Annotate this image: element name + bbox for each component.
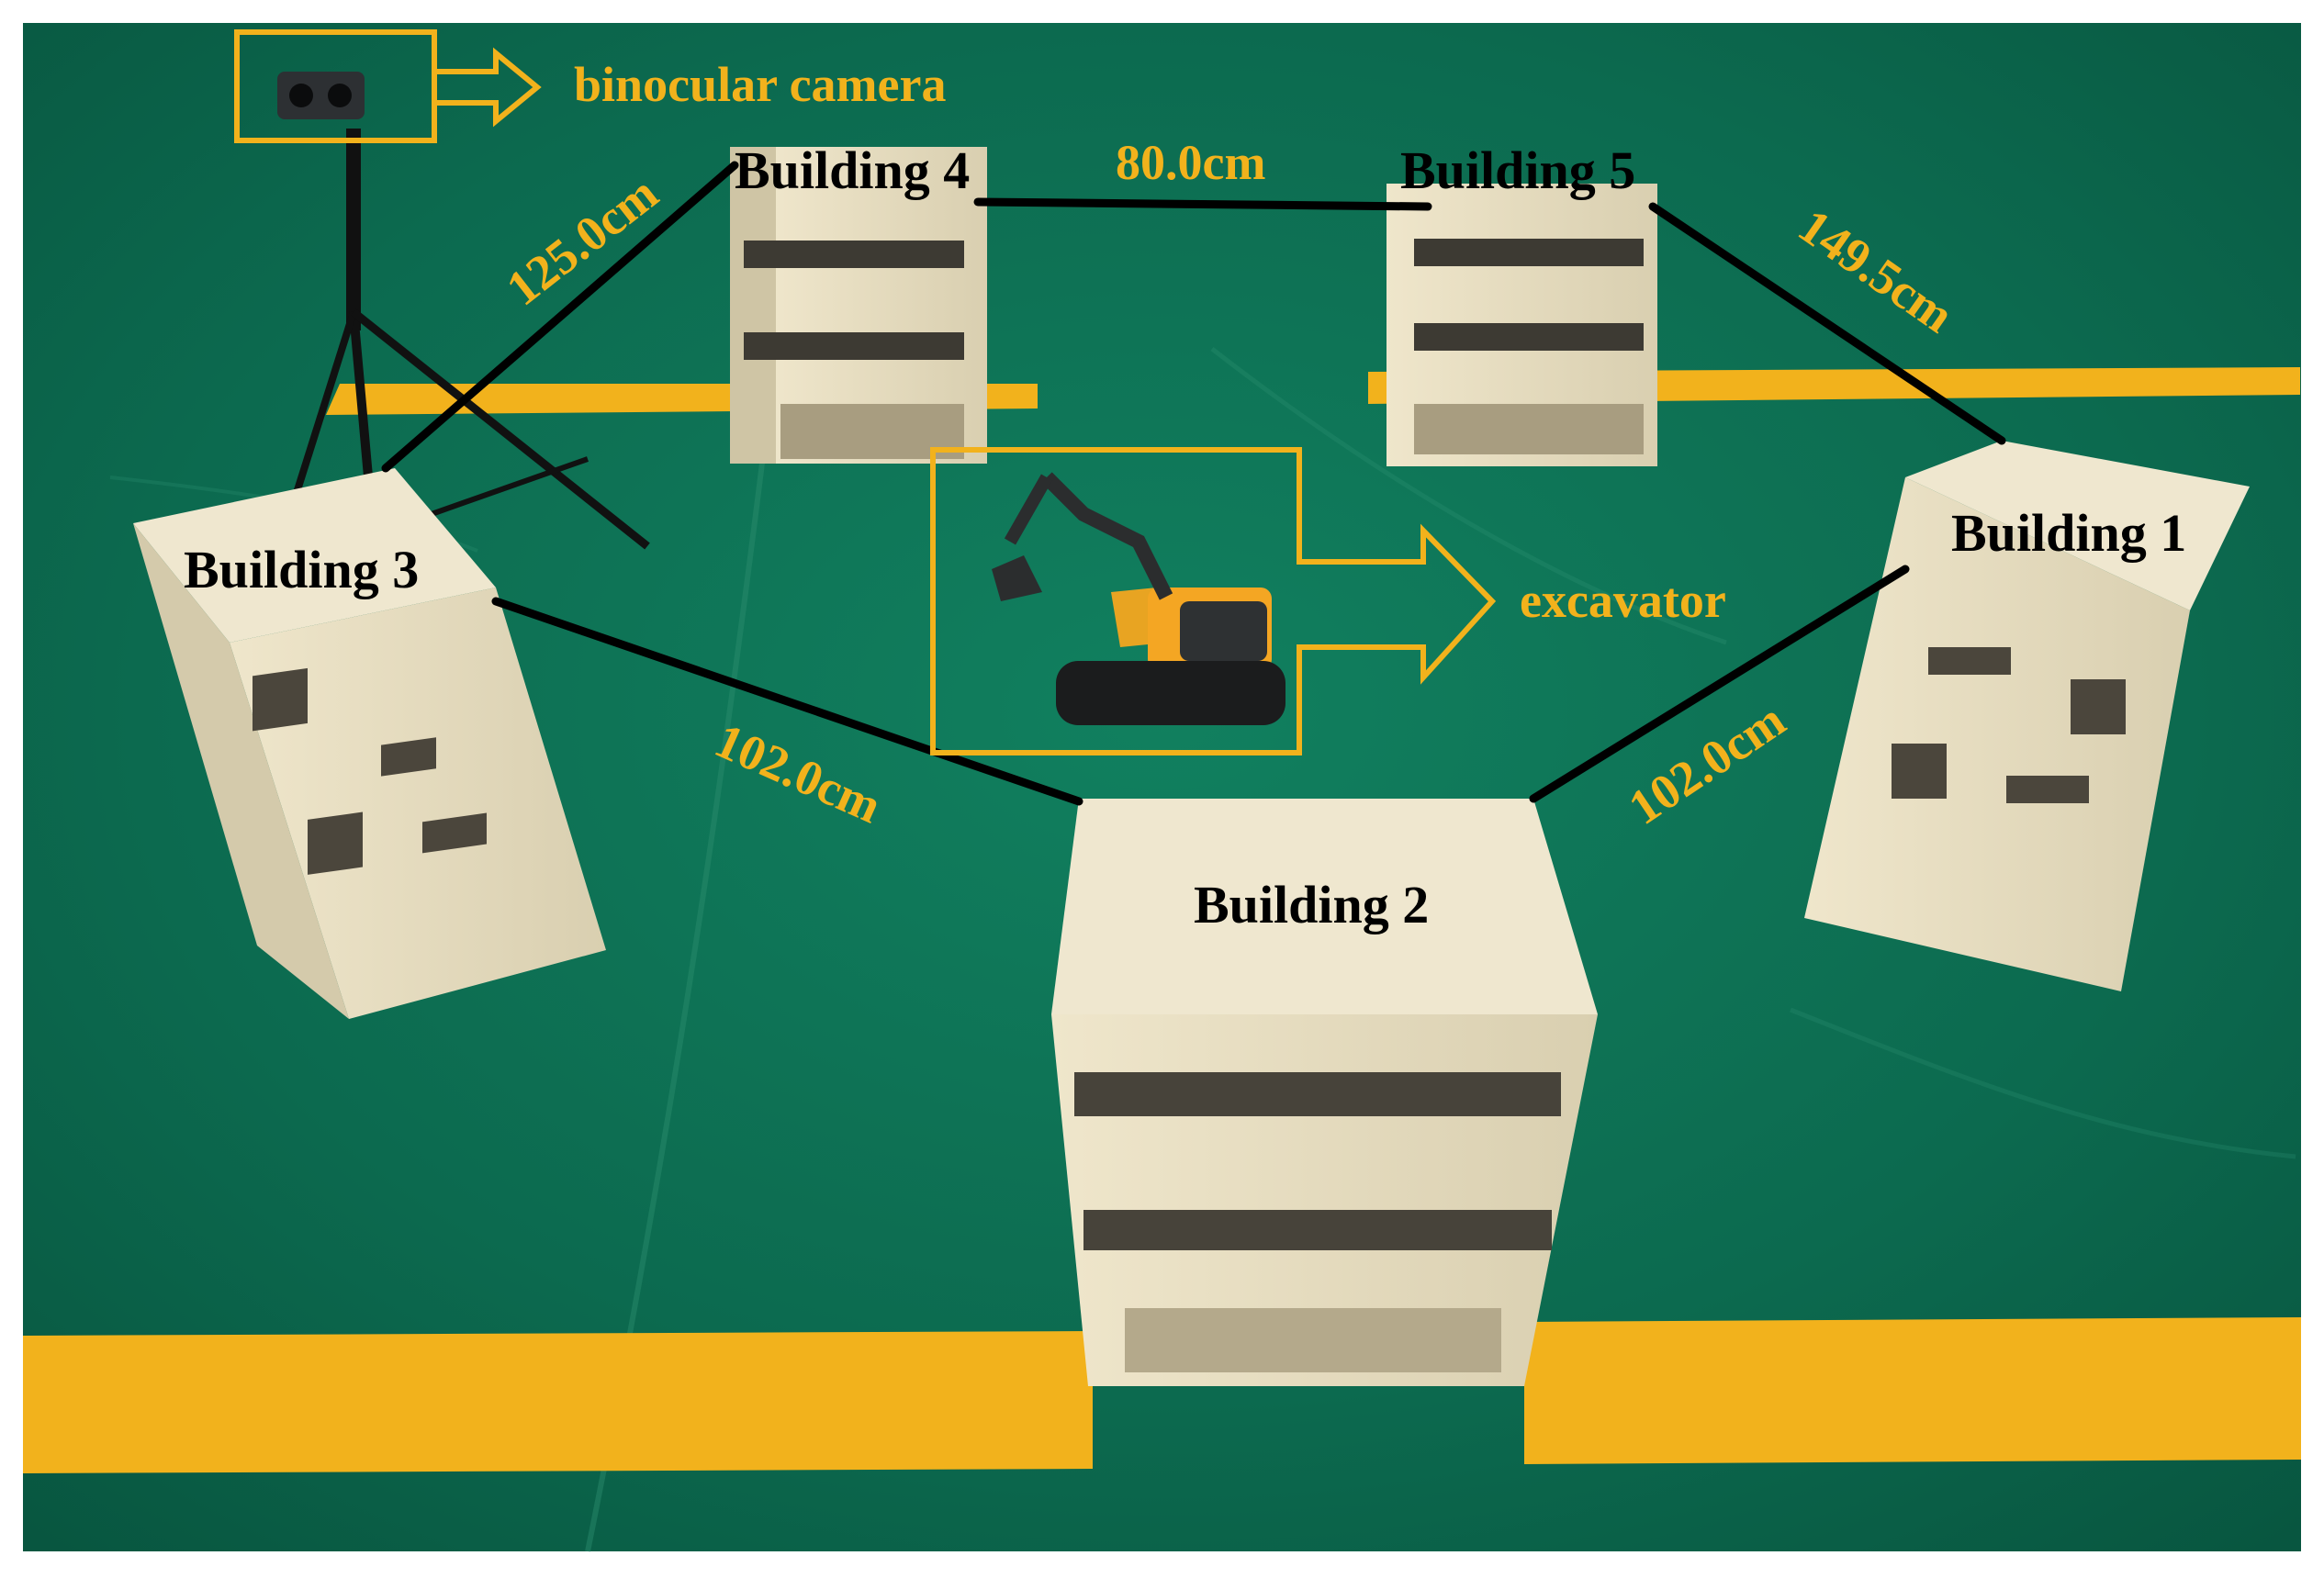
building-1-label: Building 1 <box>1951 503 2186 563</box>
building-3-model <box>133 468 606 1019</box>
building-5-model <box>1387 184 1657 466</box>
camera-callout <box>234 29 542 143</box>
excavator-label: excavator <box>1520 573 1726 628</box>
building-5-label: Building 5 <box>1400 140 1635 200</box>
building-1-model <box>1804 441 2250 991</box>
building-4-model <box>730 147 987 464</box>
building-4-label: Building 4 <box>735 140 970 200</box>
building-2-model <box>1051 799 1598 1386</box>
camera-label: binocular camera <box>574 57 946 112</box>
excavator-model <box>992 472 1285 725</box>
floor-markings <box>23 367 2301 1473</box>
distance-lines <box>381 161 2006 806</box>
camera-device-icon <box>277 72 365 119</box>
distance-label-4-5: 80.0cm <box>1116 135 1265 190</box>
building-2-label: Building 2 <box>1194 875 1429 934</box>
excavator-callout <box>930 447 1497 755</box>
building-3-label: Building 3 <box>184 540 419 599</box>
